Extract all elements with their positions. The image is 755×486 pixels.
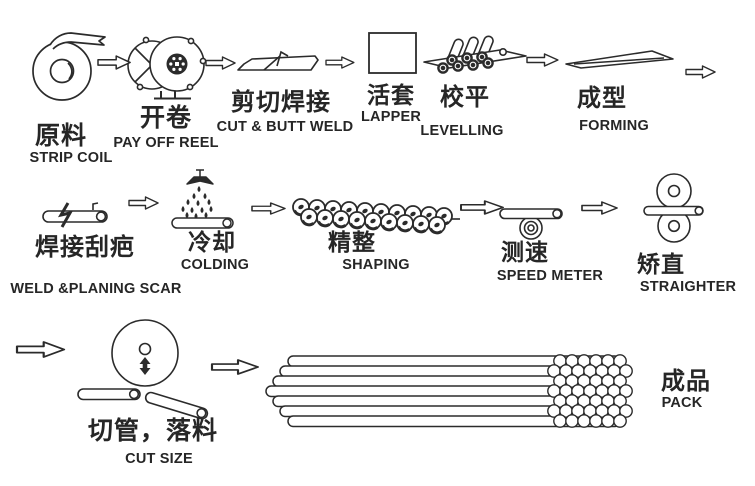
cooling-shower-icon xyxy=(171,169,234,229)
step-label-en-cut-butt-weld: CUT & BUTT WELD xyxy=(216,119,354,135)
step-label-zh-weld-planing-scar: 焊接刮疤 xyxy=(35,234,135,261)
flow-arrow-icon xyxy=(526,53,559,67)
flow-arrow-icon xyxy=(581,201,618,215)
flow-arrow-icon xyxy=(685,65,716,79)
levelling-rollers-icon xyxy=(423,35,527,74)
step-label-en-levelling: LEVELLING xyxy=(420,123,504,139)
step-label-zh-pack: 成品 xyxy=(661,368,711,395)
step-label-zh-cut-butt-weld: 剪切焊接 xyxy=(231,89,331,116)
step-label-zh-lapper: 活套 xyxy=(367,82,415,108)
lapper-box-icon xyxy=(368,32,417,74)
shaping-roller-chain-icon xyxy=(291,197,460,235)
speed-wheel-icon xyxy=(499,208,563,240)
forming-blade-icon xyxy=(565,50,674,69)
flow-arrow-icon xyxy=(97,55,131,70)
step-label-en-strip-coil: STRIP COIL xyxy=(29,150,113,166)
step-label-zh-pay-off-reel: 开卷 xyxy=(139,104,193,132)
cut-off-saw-icon xyxy=(77,319,209,420)
step-label-zh-levelling: 校平 xyxy=(440,84,490,111)
pay-off-reel-icon xyxy=(127,36,207,100)
coil-icon xyxy=(32,32,106,101)
step-label-en-straighter: STRAIGHTER xyxy=(639,279,737,295)
flow-arrow-icon xyxy=(210,358,259,376)
welded-tube-icon xyxy=(42,202,108,228)
flow-arrow-icon xyxy=(15,340,66,359)
step-label-zh-shaping: 精整 xyxy=(328,229,376,255)
flow-arrow-icon xyxy=(205,56,236,70)
step-label-en-forming: FORMING xyxy=(579,118,649,134)
step-label-en-shaping: SHAPING xyxy=(342,257,410,273)
tube-bundle-icon xyxy=(265,354,633,428)
step-label-zh-colding: 冷却 xyxy=(188,229,236,255)
step-label-zh-forming: 成型 xyxy=(577,85,627,112)
cut-weld-plate-icon xyxy=(237,50,319,71)
straightening-rolls-icon xyxy=(643,173,704,243)
step-label-en-speed-meter: SPEED METER xyxy=(496,268,604,284)
step-label-en-weld-planing-scar: WELD &PLANING SCAR xyxy=(10,281,182,297)
step-label-en-lapper: LAPPER xyxy=(360,109,422,125)
step-label-zh-speed-meter: 测速 xyxy=(501,239,549,265)
flow-arrow-icon xyxy=(460,200,504,215)
step-label-zh-cut-size: 切管，落料 xyxy=(87,417,219,445)
flow-arrow-icon xyxy=(251,202,286,215)
step-label-en-pack: PACK xyxy=(661,395,703,411)
step-label-en-cut-size: CUT SIZE xyxy=(125,451,193,467)
step-label-en-colding: COLDING xyxy=(180,257,250,273)
step-label-en-pay-off-reel: PAY OFF REEL xyxy=(113,135,219,151)
step-label-zh-straighter: 矫直 xyxy=(637,251,685,277)
flow-arrow-icon xyxy=(128,196,159,210)
flow-arrow-icon xyxy=(325,56,355,69)
step-label-zh-strip-coil: 原料 xyxy=(34,122,88,150)
